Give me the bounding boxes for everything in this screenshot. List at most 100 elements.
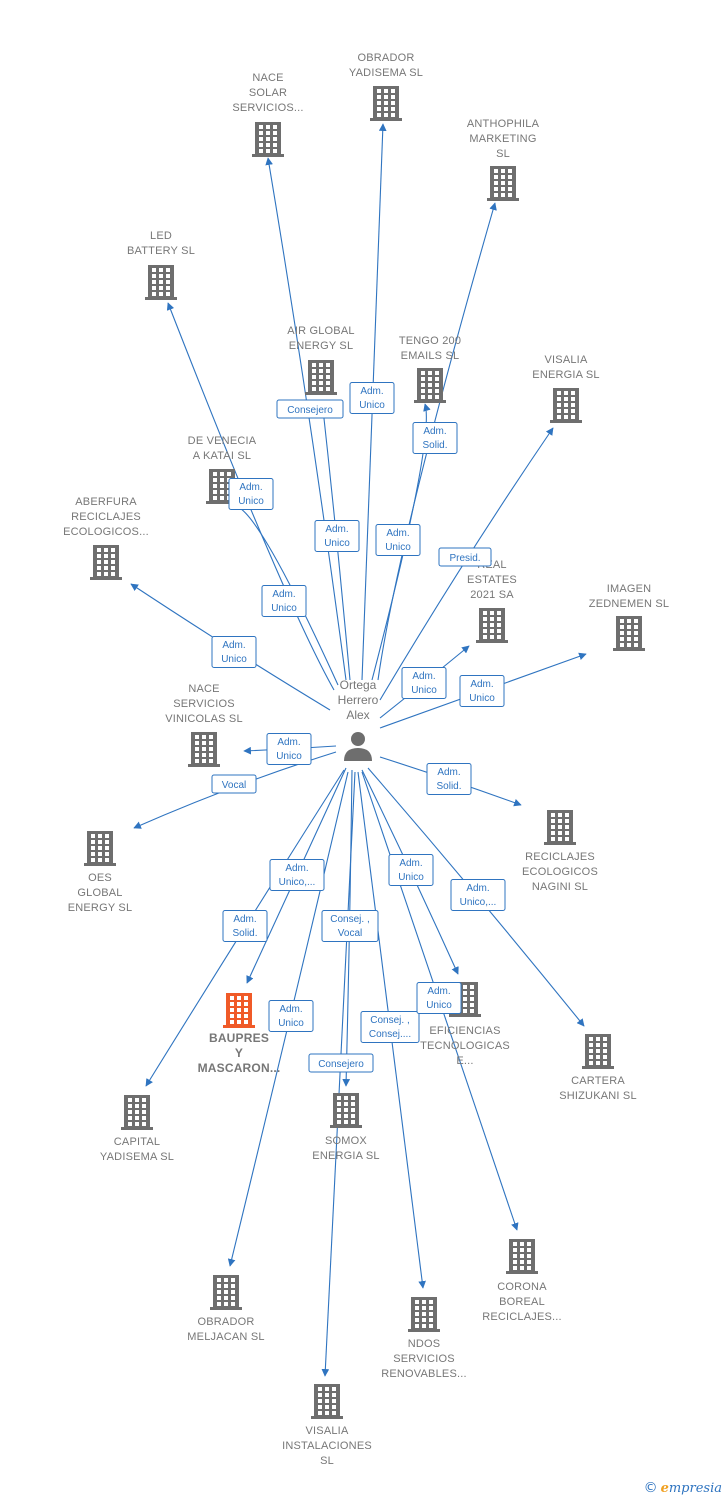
role-badge-box: [459, 675, 505, 707]
company-label: YADISEMA SL: [100, 1151, 174, 1163]
role-badge-anthophila[interactable]: Adm.Unico: [375, 524, 421, 556]
role-badge-box: [276, 399, 344, 419]
company-label: OBRADOR: [357, 52, 414, 64]
role-text: Adm.: [272, 589, 295, 600]
role-text: Presid.: [449, 553, 480, 564]
role-badge-visalia-instalaciones[interactable]: Consejero: [308, 1053, 374, 1073]
role-badge-capital-yadisema[interactable]: Adm.Solid.: [222, 910, 268, 942]
role-text: Solid.: [436, 781, 461, 792]
role-text: Adm.: [279, 1004, 302, 1015]
company-node-ndos[interactable]: NDOSSERVICIOSRENOVABLES...: [381, 1297, 467, 1380]
company-label: ENERGIA SL: [312, 1150, 379, 1162]
role-badge-ndos[interactable]: Consej. ,Consej....: [360, 1011, 420, 1043]
footer-brand[interactable]: ©empresia: [644, 1480, 722, 1496]
role-text: Consej. ,: [330, 914, 369, 925]
role-text: Adm.: [222, 640, 245, 651]
company-label: ENERGIA SL: [532, 369, 599, 381]
role-badge-baupres[interactable]: Adm.Unico,...: [269, 859, 325, 891]
role-badge-visalia-energia[interactable]: Presid.: [438, 547, 492, 567]
role-badge-eficiencias[interactable]: Adm.Unico: [388, 854, 434, 886]
role-layer: ConsejeroAdm.UnicoAdm.Solid.Adm.UnicoAdm…: [211, 382, 506, 1073]
role-badge-de-venecia[interactable]: Adm.Unico: [228, 478, 274, 510]
role-text: Unico: [469, 693, 495, 704]
role-text: Adm.: [466, 883, 489, 894]
role-badge-box: [222, 910, 268, 942]
role-badge-oes-global[interactable]: Vocal: [211, 774, 257, 794]
role-badge-nace-servicios[interactable]: Adm.Unico: [266, 733, 312, 765]
building-icon: [582, 1034, 614, 1069]
role-badge-box: [269, 859, 325, 891]
role-badge-air-global[interactable]: Adm.Unico: [314, 520, 360, 552]
company-label: NDOS: [408, 1338, 441, 1350]
role-badge-reciclajes-nagini[interactable]: Adm.Solid.: [426, 763, 472, 795]
building-icon: [506, 1239, 538, 1274]
role-text: Adm.: [423, 426, 446, 437]
company-label: ANTHOPHILA: [467, 118, 540, 130]
role-text: Consejero: [318, 1059, 364, 1070]
building-icon: [370, 86, 402, 121]
role-text: Unico: [271, 603, 297, 614]
company-node-corona-boreal[interactable]: CORONABOREALRECICLAJES...: [482, 1239, 562, 1323]
role-badge-corona-boreal[interactable]: Adm. Unico: [416, 982, 462, 1014]
role-badge-imagen-zednemen[interactable]: Adm.Unico: [459, 675, 505, 707]
role-badge-obrador-yadisema[interactable]: Adm.Unico: [349, 382, 395, 414]
role-text: Adm.: [427, 986, 450, 997]
company-label: BOREAL: [499, 1296, 545, 1308]
company-label: ESTATES: [467, 574, 517, 586]
building-icon: [544, 810, 576, 845]
company-node-aberfura[interactable]: ABERFURARECICLAJESECOLOGICOS...: [63, 496, 149, 580]
company-label: ENERGY SL: [68, 902, 133, 914]
copyright-symbol: ©: [643, 1480, 658, 1496]
company-label: DE VENECIA: [188, 435, 257, 447]
building-icon: [476, 608, 508, 643]
role-text: Unico: [426, 1000, 452, 1011]
building-icon: [550, 388, 582, 423]
role-badge-obrador-meljacan[interactable]: Adm.Unico: [268, 1000, 314, 1032]
company-node-nace-solar[interactable]: NACESOLARSERVICIOS...: [232, 72, 303, 157]
role-badge-aberfura[interactable]: Adm. Unico: [211, 636, 257, 668]
role-badge-tengo-200[interactable]: Adm.Solid.: [412, 422, 458, 454]
role-badge-led-battery[interactable]: Adm. Unico: [261, 585, 307, 617]
role-badge-cartera-shizukani[interactable]: Adm.Unico,...: [450, 879, 506, 911]
role-text: Unico: [359, 400, 385, 411]
company-label: SOMOX: [325, 1135, 367, 1147]
company-node-somox[interactable]: SOMOX ENERGIA SL: [312, 1093, 380, 1162]
role-text: Unico: [276, 751, 302, 762]
role-badge-real-estates[interactable]: Adm.Unico: [401, 667, 447, 699]
role-badge-nace-solar[interactable]: Consejero: [276, 399, 344, 419]
role-text: Solid.: [232, 928, 257, 939]
company-label: OBRADOR: [197, 1316, 254, 1328]
company-node-baupres[interactable]: BAUPRESYMASCARON...: [198, 993, 281, 1075]
person-name: Ortega: [340, 678, 377, 692]
role-badge-somox[interactable]: Consej. ,Vocal: [321, 910, 379, 942]
company-node-obrador-meljacan[interactable]: OBRADOR MELJACAN SL: [187, 1275, 264, 1343]
company-label: MELJACAN SL: [187, 1331, 264, 1343]
building-icon: [252, 122, 284, 157]
building-icon: [210, 1275, 242, 1310]
company-label: LED: [150, 230, 172, 242]
company-label: EFICIENCIAS: [429, 1025, 500, 1037]
company-label: VINICOLAS SL: [165, 713, 243, 725]
role-badge-box: [211, 774, 257, 794]
role-text: Unico: [324, 538, 350, 549]
role-text: Unico: [221, 654, 247, 665]
building-icon: [188, 732, 220, 767]
relation-edge-led-battery: [166, 302, 335, 691]
role-badge-box: [416, 982, 462, 1014]
